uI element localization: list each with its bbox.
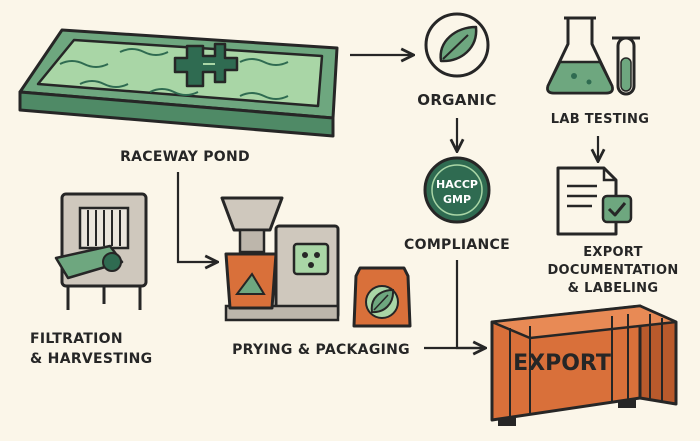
checkbox-icon <box>601 194 633 224</box>
arrow-pond-to-dryer <box>176 172 216 262</box>
package-icon <box>352 266 412 328</box>
shipping-container-icon: EXPORT <box>490 304 678 426</box>
container-label: EXPORT <box>513 351 611 376</box>
label-raceway-pond: RACEWAY POND <box>120 149 250 165</box>
leaf-icon <box>424 12 490 78</box>
badge-line1: HACCP <box>436 178 478 191</box>
dryer-machine-icon <box>220 196 340 322</box>
label-drying-packaging: PRYING & PACKAGING <box>232 342 410 358</box>
badge-line2: GMP <box>443 193 471 206</box>
flask-icon <box>546 16 614 95</box>
label-organic: ORGANIC <box>417 91 497 109</box>
pond-icon <box>18 28 339 138</box>
flow-arrows <box>176 55 598 348</box>
test-tube-icon <box>612 36 640 96</box>
filter-machine-icon <box>54 192 148 310</box>
label-export-documentation: EXPORT DOCUMENTATION & LABELING <box>547 245 679 296</box>
label-compliance: COMPLIANCE <box>404 237 510 253</box>
arrow-compliance-to-container <box>455 260 484 348</box>
label-lab-testing: LAB TESTING <box>550 112 650 127</box>
paddlewheel-icon <box>173 42 239 88</box>
badge-icon: HACCP GMP <box>423 156 491 224</box>
label-filtration: FILTRATION & HARVESTING <box>30 331 153 367</box>
